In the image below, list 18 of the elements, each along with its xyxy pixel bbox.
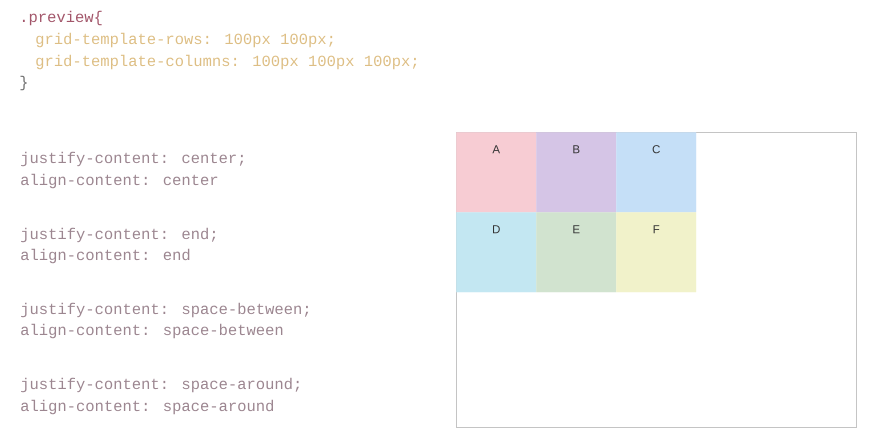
code-line: align-content: center xyxy=(21,174,218,188)
code-line: grid-template-rows: 100px 100px; xyxy=(36,32,333,48)
code-line: align-content: end xyxy=(21,248,190,264)
grid-cell: F xyxy=(616,212,696,292)
code-line: align-content: space-between xyxy=(21,324,282,338)
code-line: .preview{ xyxy=(22,10,102,26)
code-line: justify-content: space-between; xyxy=(21,302,308,318)
code-line: } xyxy=(20,76,27,90)
code-line: justify-content: end; xyxy=(21,228,216,242)
code-line: justify-content: center; xyxy=(21,152,244,166)
code-line: grid-template-columns: 100px 100px 100px; xyxy=(36,54,416,70)
grid-cell: C xyxy=(616,132,696,212)
grid-cell: E xyxy=(536,212,616,292)
grid-cell: A xyxy=(456,132,536,212)
grid-cell: B xyxy=(536,132,616,212)
code-line: justify-content: space-around; xyxy=(21,378,299,392)
code-line: align-content: space-around xyxy=(21,400,274,414)
grid-cell: D xyxy=(456,212,536,292)
